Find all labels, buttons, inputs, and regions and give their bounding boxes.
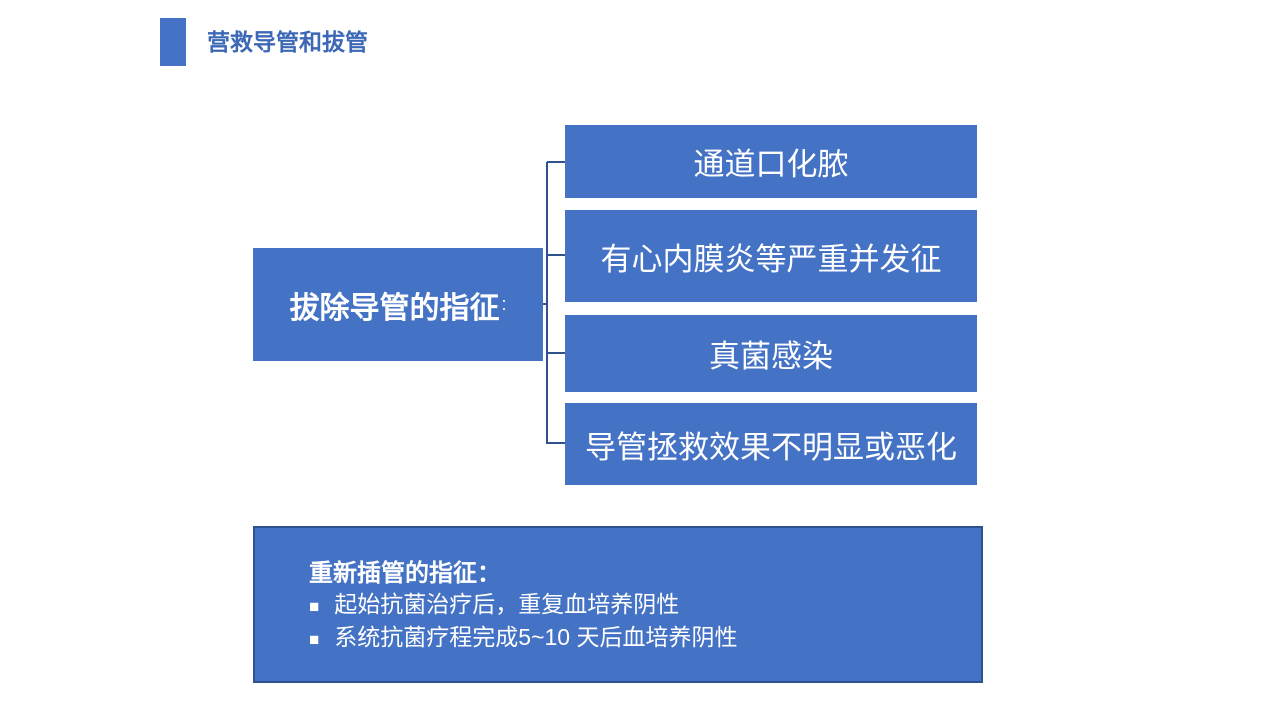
catheter-removal-indications-label: 拔除导管的指征 <box>289 291 500 325</box>
reinsertion-indications-panel: 重新插管的指征： ■ 起始抗菌治疗后，重复血培养阴性 ■ 系统抗菌疗程完成5~1… <box>253 526 983 683</box>
connector-branch-line-3 <box>547 352 566 354</box>
branch-box-label: 有心内膜炎等严重并发征 <box>600 241 942 277</box>
branch-box-label: 导管拯救效果不明显或恶化 <box>585 429 957 465</box>
connector-root-tick <box>540 303 547 305</box>
catheter-removal-indications-colon: : <box>501 294 507 314</box>
slide-title: 营救导管和拔管 <box>207 29 368 55</box>
square-bullet-icon: ■ <box>309 597 320 616</box>
reinsertion-indications-heading: 重新插管的指征： <box>309 560 501 587</box>
bullet-text: 系统抗菌疗程完成5~10 天后血培养阴性 <box>334 624 738 650</box>
branch-box-port-suppuration: 通道口化脓 <box>565 125 977 198</box>
reinsertion-bullet-list: ■ 起始抗菌治疗后，重复血培养阴性 ■ 系统抗菌疗程完成5~10 天后血培养阴性 <box>309 589 961 655</box>
square-bullet-icon: ■ <box>309 630 320 649</box>
title-accent-bar <box>160 18 186 66</box>
catheter-removal-indications-box: 拔除导管的指征: <box>253 248 543 361</box>
branch-box-severe-complications: 有心内膜炎等严重并发征 <box>565 210 977 302</box>
connector-vertical-line <box>546 162 548 444</box>
connector-branch-line-1 <box>547 161 566 163</box>
branch-box-label: 真菌感染 <box>709 339 833 374</box>
branch-box-fungal-infection: 真菌感染 <box>565 315 977 392</box>
slide-header: 营救导管和拔管 <box>160 18 368 66</box>
bullet-item: ■ 系统抗菌疗程完成5~10 天后血培养阴性 <box>309 622 961 655</box>
bullet-item: ■ 起始抗菌治疗后，重复血培养阴性 <box>309 589 961 622</box>
connector-branch-line-2 <box>547 254 566 256</box>
connector-branch-line-4 <box>547 442 566 444</box>
branch-box-label: 通道口化脓 <box>693 147 849 182</box>
branch-box-rescue-ineffective: 导管拯救效果不明显或恶化 <box>565 403 977 485</box>
bullet-text: 起始抗菌治疗后，重复血培养阴性 <box>334 591 680 617</box>
